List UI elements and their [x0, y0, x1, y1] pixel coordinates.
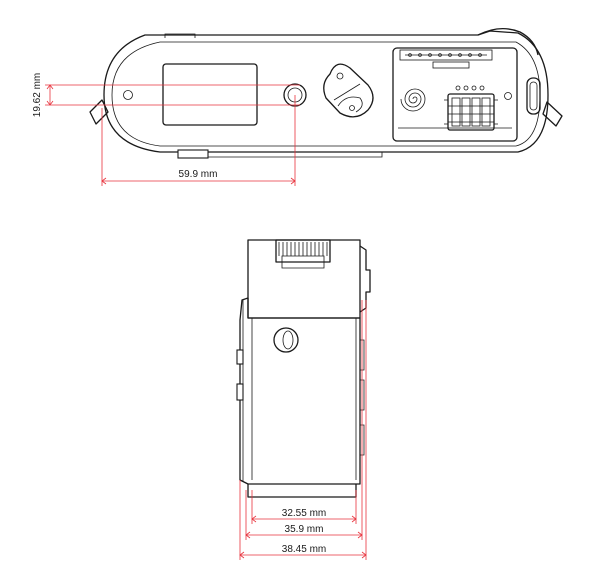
contact-bridge	[432, 61, 470, 69]
left-strap-lug	[89, 99, 109, 125]
side-top-plate	[247, 239, 361, 319]
bottom-clip	[177, 149, 209, 159]
top-edge-tab	[164, 33, 196, 38]
release-button	[273, 327, 299, 353]
multi-connector	[444, 93, 498, 131]
width-dimension-label: 59.9 mm	[179, 169, 218, 180]
camera-body-outline	[103, 30, 549, 153]
side-base	[247, 484, 357, 498]
strap-pin-hole	[123, 90, 133, 100]
camera-side-view	[236, 239, 371, 498]
inner-dimension-label: 32.55 mm	[282, 508, 326, 519]
camera-top-view	[89, 28, 563, 159]
knurled-dial	[275, 239, 331, 269]
side-view-dimensions: 32.55 mm 35.9 mm 38.45 mm	[239, 300, 367, 560]
side-right-button	[359, 245, 371, 313]
bottom-lock-key	[323, 63, 374, 118]
rewind-knob-edge	[477, 28, 539, 56]
bottom-plate-window	[162, 63, 258, 126]
middle-dimension-label: 35.9 mm	[285, 524, 324, 535]
side-main-body	[239, 297, 361, 485]
side-left-pin-2	[236, 383, 244, 401]
outer-dimension-label: 38.45 mm	[282, 544, 326, 555]
right-strap-lug	[542, 101, 563, 127]
compartment-screw	[504, 92, 512, 100]
height-dimension-label: 19.62 mm	[32, 73, 43, 117]
top-view-dimensions: 19.62 mm 59.9 mm	[32, 73, 300, 186]
battery-compartment	[392, 47, 518, 142]
spiral-mark	[400, 88, 426, 112]
side-left-pin-1	[236, 349, 244, 365]
right-side-slot	[526, 77, 541, 115]
contact-pins	[408, 53, 482, 57]
